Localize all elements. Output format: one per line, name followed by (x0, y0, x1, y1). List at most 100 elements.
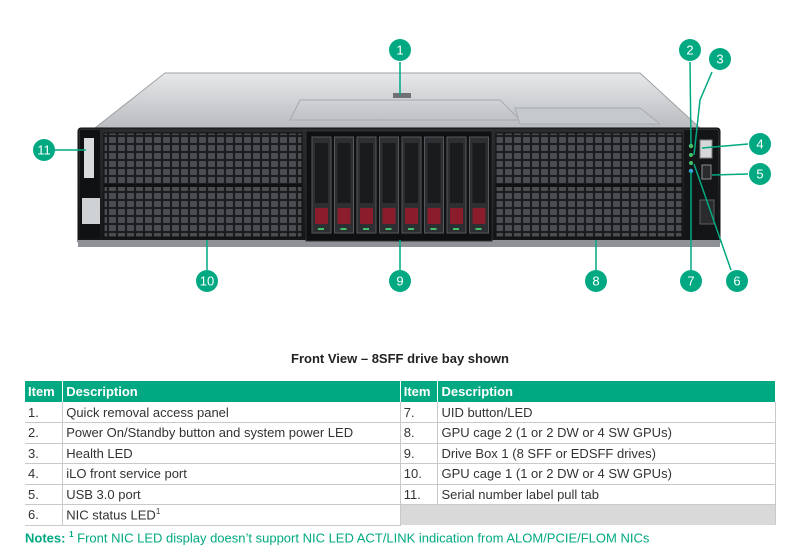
callout-circle (726, 270, 748, 292)
drive-release-latch (472, 208, 486, 224)
callout-10: 10 (196, 270, 218, 292)
item-description: iLO front service port (62, 463, 401, 485)
drive-bay (379, 136, 399, 234)
footnote: Notes: 1 Front NIC LED display doesn’t s… (25, 530, 785, 545)
table-row: 6. NIC status LED1 (25, 504, 777, 526)
drive-vent (360, 143, 373, 203)
drive-bays (311, 136, 489, 234)
callout-circle (749, 133, 771, 155)
item-number: 8. (400, 422, 439, 444)
ilo-service-port (699, 139, 713, 159)
header-description-left: Description (62, 381, 401, 402)
power-button-led (688, 143, 694, 149)
callout-number: 2 (686, 43, 693, 58)
drive-release-latch (337, 208, 351, 224)
table-row: 3. Health LED 9. Drive Box 1 (8 SFF or E… (25, 443, 776, 464)
drive-vent (315, 143, 328, 203)
item-description: Serial number label pull tab (437, 484, 776, 505)
table-row: 4. iLO front service port 10. GPU cage 1… (25, 463, 776, 485)
nic-status-led (689, 161, 693, 165)
drive-led (340, 228, 347, 230)
chassis-bottom-edge (78, 240, 720, 247)
callout-circle (389, 270, 411, 292)
callout-number: 8 (592, 274, 599, 289)
callout-3: 3 (709, 48, 731, 70)
drive-led (453, 228, 459, 230)
header-item-left: Item (25, 381, 64, 402)
drive-led (363, 228, 369, 230)
item-description-text: NIC status LED (66, 507, 156, 523)
left-ear-label (82, 198, 100, 224)
callout-number: 1 (396, 43, 403, 58)
drive-bay (446, 136, 467, 234)
header-item-right: Item (400, 381, 439, 402)
callout-number: 7 (687, 274, 694, 289)
callout-7: 7 (680, 270, 702, 292)
figure-caption: Front View – 8SFF drive bay shown (291, 351, 509, 366)
table-row: 1. Quick removal access panel 7. UID but… (25, 402, 776, 423)
callout-1: 1 (389, 39, 411, 61)
callout-11: 11 (33, 139, 55, 161)
drive-vent (427, 143, 441, 203)
item-number: 5. (25, 484, 64, 505)
callout-circle (389, 39, 411, 61)
footnote-text: Front NIC LED display doesn’t support NI… (73, 530, 650, 546)
item-number: 6. (25, 504, 64, 526)
callout-number: 6 (733, 274, 740, 289)
table-row: 2. Power On/Standby button and system po… (25, 422, 776, 444)
callout-number: 9 (396, 274, 403, 289)
callout-8: 8 (585, 270, 607, 292)
callout-circle (680, 270, 702, 292)
drive-led (430, 228, 437, 230)
item-number: 11. (400, 484, 439, 505)
item-description: Quick removal access panel (62, 402, 401, 423)
callout-number: 3 (716, 52, 723, 67)
drive-vent (337, 143, 351, 203)
item-number: 1. (25, 402, 64, 423)
callout-circle (679, 39, 701, 61)
callout-9: 9 (389, 270, 411, 292)
callout-circle (196, 270, 218, 292)
uid-button-led (688, 168, 694, 174)
empty-cell (400, 504, 777, 525)
callout-number: 5 (756, 167, 763, 182)
item-description: Drive Box 1 (8 SFF or EDSFF drives) (437, 443, 776, 464)
callout-2: 2 (679, 39, 701, 61)
callout-6: 6 (726, 270, 748, 292)
component-legend-table: Item Description Item Description 1. Qui… (25, 381, 777, 526)
callout-markers: 1 2 3 4 5 6 7 8 9 10 11 (33, 39, 771, 292)
gpu-cage-2-divider (496, 184, 682, 187)
callout-number: 11 (37, 143, 51, 158)
drive-release-latch (360, 208, 373, 224)
drive-bay (311, 136, 332, 234)
item-description: Power On/Standby button and system power… (62, 422, 401, 444)
top-cover-panel-right (514, 107, 662, 125)
header-description-right: Description (437, 381, 776, 402)
drive-vent (405, 143, 418, 203)
drive-bay (469, 136, 489, 234)
callout-circle (585, 270, 607, 292)
table-header-row: Item Description Item Description (25, 381, 776, 402)
top-cover-latch (393, 93, 411, 98)
item-description: UID button/LED (437, 402, 776, 423)
drive-bay (334, 136, 354, 234)
drive-release-latch (382, 208, 396, 224)
drive-led (475, 228, 482, 230)
callout-circle (709, 48, 731, 70)
item-number: 2. (25, 422, 64, 444)
item-number: 9. (400, 443, 439, 464)
footnote-marker: 1 (69, 530, 74, 539)
item-number: 10. (400, 463, 439, 485)
notes-label: Notes: (25, 530, 66, 546)
drive-led (318, 228, 324, 230)
drive-bay (356, 136, 377, 234)
footnote-marker: 1 (155, 507, 161, 517)
callout-number: 4 (756, 137, 763, 152)
server-front-view-illustration: 1 2 3 4 5 6 7 8 9 10 11 (33, 39, 771, 292)
item-description: NIC status LED1 (62, 504, 401, 526)
right-ear-label (699, 199, 715, 225)
item-description: GPU cage 2 (1 or 2 DW or 4 SW GPUs) (437, 422, 776, 444)
item-description: Health LED (62, 443, 401, 464)
drive-release-latch (427, 208, 441, 224)
callout-4: 4 (749, 133, 771, 155)
